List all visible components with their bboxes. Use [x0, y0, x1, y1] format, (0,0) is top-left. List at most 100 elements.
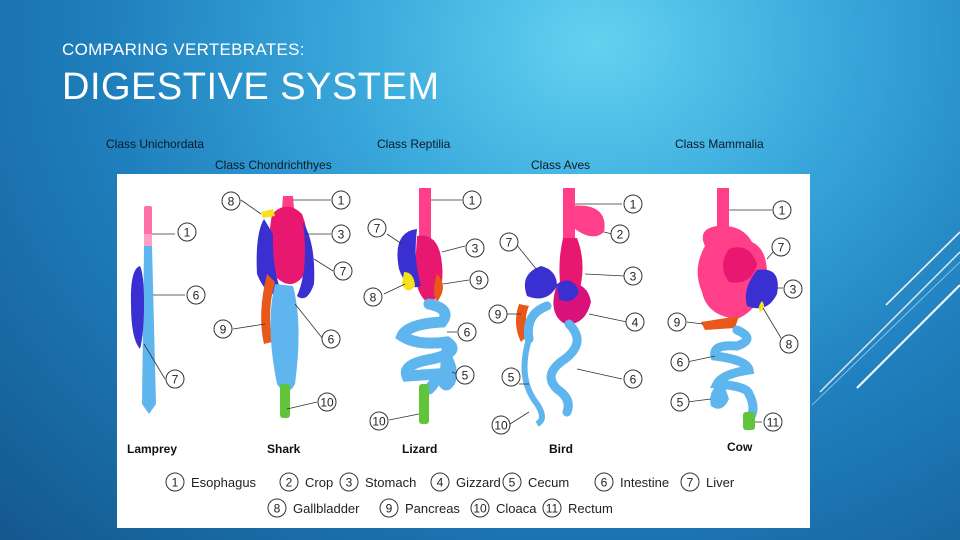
svg-text:6: 6: [677, 356, 684, 370]
shark-callout-9: 9: [213, 319, 233, 339]
legend-label-gizzard: Gizzard: [456, 475, 501, 490]
bird-stomach: [559, 238, 583, 292]
svg-text:5: 5: [462, 369, 469, 383]
svg-text:7: 7: [340, 265, 347, 279]
svg-text:6: 6: [464, 326, 471, 340]
bird-callout-2: 2: [610, 224, 630, 244]
svg-text:7: 7: [778, 241, 785, 255]
cow-callout-7: 7: [771, 237, 791, 257]
lamprey-callout-6: 6: [186, 285, 206, 305]
shark-liver-right: [297, 222, 315, 299]
legend-number-3: 3: [339, 472, 359, 492]
svg-text:4: 4: [632, 316, 639, 330]
legend-number-4: 4: [430, 472, 450, 492]
shark-name: Shark: [267, 442, 301, 456]
bird-intestine: [523, 301, 582, 417]
legend-label-cloaca: Cloaca: [496, 501, 537, 516]
shark-liver-left: [256, 219, 282, 295]
shark-stomach: [269, 206, 308, 285]
cow-rectum: [743, 412, 755, 430]
class-reptilia-label: Class Reptilia: [377, 137, 451, 151]
legend-label-liver: Liver: [706, 475, 735, 490]
lizard-liver: [397, 229, 421, 288]
bird-callout-6: 6: [623, 369, 643, 389]
legend-label-cecum: Cecum: [528, 475, 569, 490]
cow-callout-11: 11: [763, 412, 783, 432]
svg-text:7: 7: [506, 236, 513, 250]
svg-text:1: 1: [469, 194, 476, 208]
class-chondrichthyes-label: Class Chondrichthyes: [215, 158, 332, 172]
svg-text:8: 8: [228, 195, 235, 209]
class-mammalia-label: Class Mammalia: [675, 137, 764, 151]
lizard-callout-3: 3: [465, 238, 485, 258]
legend-number-9: 9: [379, 498, 399, 518]
cow-callout-6: 6: [670, 352, 690, 372]
bird-esophagus: [563, 188, 575, 238]
svg-text:2: 2: [617, 228, 624, 242]
svg-text:8: 8: [274, 502, 281, 516]
class-unichordata-label: Class Unichordata: [106, 137, 205, 151]
svg-text:5: 5: [677, 396, 684, 410]
lizard-callout-5: 5: [455, 365, 475, 385]
lizard-callout-7: 7: [367, 218, 387, 238]
svg-text:1: 1: [338, 194, 345, 208]
svg-text:9: 9: [674, 316, 681, 330]
svg-text:3: 3: [630, 270, 637, 284]
bird-callout-10: 10: [491, 415, 511, 435]
shark-callout-7: 7: [333, 261, 353, 281]
lizard-intestine: [395, 298, 458, 395]
legend-label-intestine: Intestine: [620, 475, 669, 490]
bird-diagram: [507, 188, 628, 427]
svg-text:9: 9: [386, 502, 393, 516]
cow-callout-5: 5: [670, 392, 690, 412]
svg-text:1: 1: [630, 198, 637, 212]
bird-callout-7: 7: [499, 232, 519, 252]
shark-callout-3: 3: [331, 224, 351, 244]
bird-cecum: [521, 338, 545, 427]
shark-gallbladder: [261, 209, 275, 218]
class-aves-label: Class Aves: [531, 158, 591, 172]
svg-text:10: 10: [372, 415, 386, 429]
svg-text:8: 8: [786, 338, 793, 352]
lamprey-esophagus-tip: [144, 234, 152, 246]
lizard-callout-8: 8: [363, 287, 383, 307]
legend-number-11: 11: [542, 498, 562, 518]
lizard-esophagus: [419, 188, 431, 248]
cow-stomach: [723, 247, 757, 283]
legend-label-gallbladder: Gallbladder: [293, 501, 360, 516]
bird-crop: [569, 205, 605, 237]
svg-text:4: 4: [437, 476, 444, 490]
cow-liver: [745, 269, 778, 309]
legend-number-2: 2: [279, 472, 299, 492]
bird-liver: [524, 266, 557, 299]
shark-callout-6: 6: [321, 329, 341, 349]
bird-callout-5: 5: [501, 367, 521, 387]
svg-text:11: 11: [767, 416, 780, 430]
svg-text:11: 11: [546, 502, 559, 516]
shark-diagram: [232, 196, 334, 418]
svg-text:3: 3: [346, 476, 353, 490]
bird-callout-3: 3: [623, 266, 643, 286]
svg-text:9: 9: [495, 308, 502, 322]
lizard-callout-1: 1: [462, 190, 482, 210]
lizard-callout-10: 10: [369, 411, 389, 431]
cow-callout-3: 3: [783, 279, 803, 299]
cow-cecum: [710, 382, 729, 409]
legend-label-crop: Crop: [305, 475, 333, 490]
slide-title: DIGESTIVE SYSTEM: [62, 66, 440, 108]
shark-pancreas: [261, 274, 275, 344]
lamprey-name: Lamprey: [127, 442, 177, 456]
lizard-gallbladder: [402, 272, 415, 291]
bird-name: Bird: [549, 442, 573, 456]
svg-text:6: 6: [630, 373, 637, 387]
svg-text:10: 10: [494, 419, 508, 433]
lamprey-diagram: [130, 206, 185, 414]
svg-text:6: 6: [328, 333, 335, 347]
svg-text:9: 9: [220, 323, 227, 337]
lamprey-callout-1: 1: [177, 222, 197, 242]
svg-text:3: 3: [472, 242, 479, 256]
svg-text:6: 6: [193, 289, 200, 303]
